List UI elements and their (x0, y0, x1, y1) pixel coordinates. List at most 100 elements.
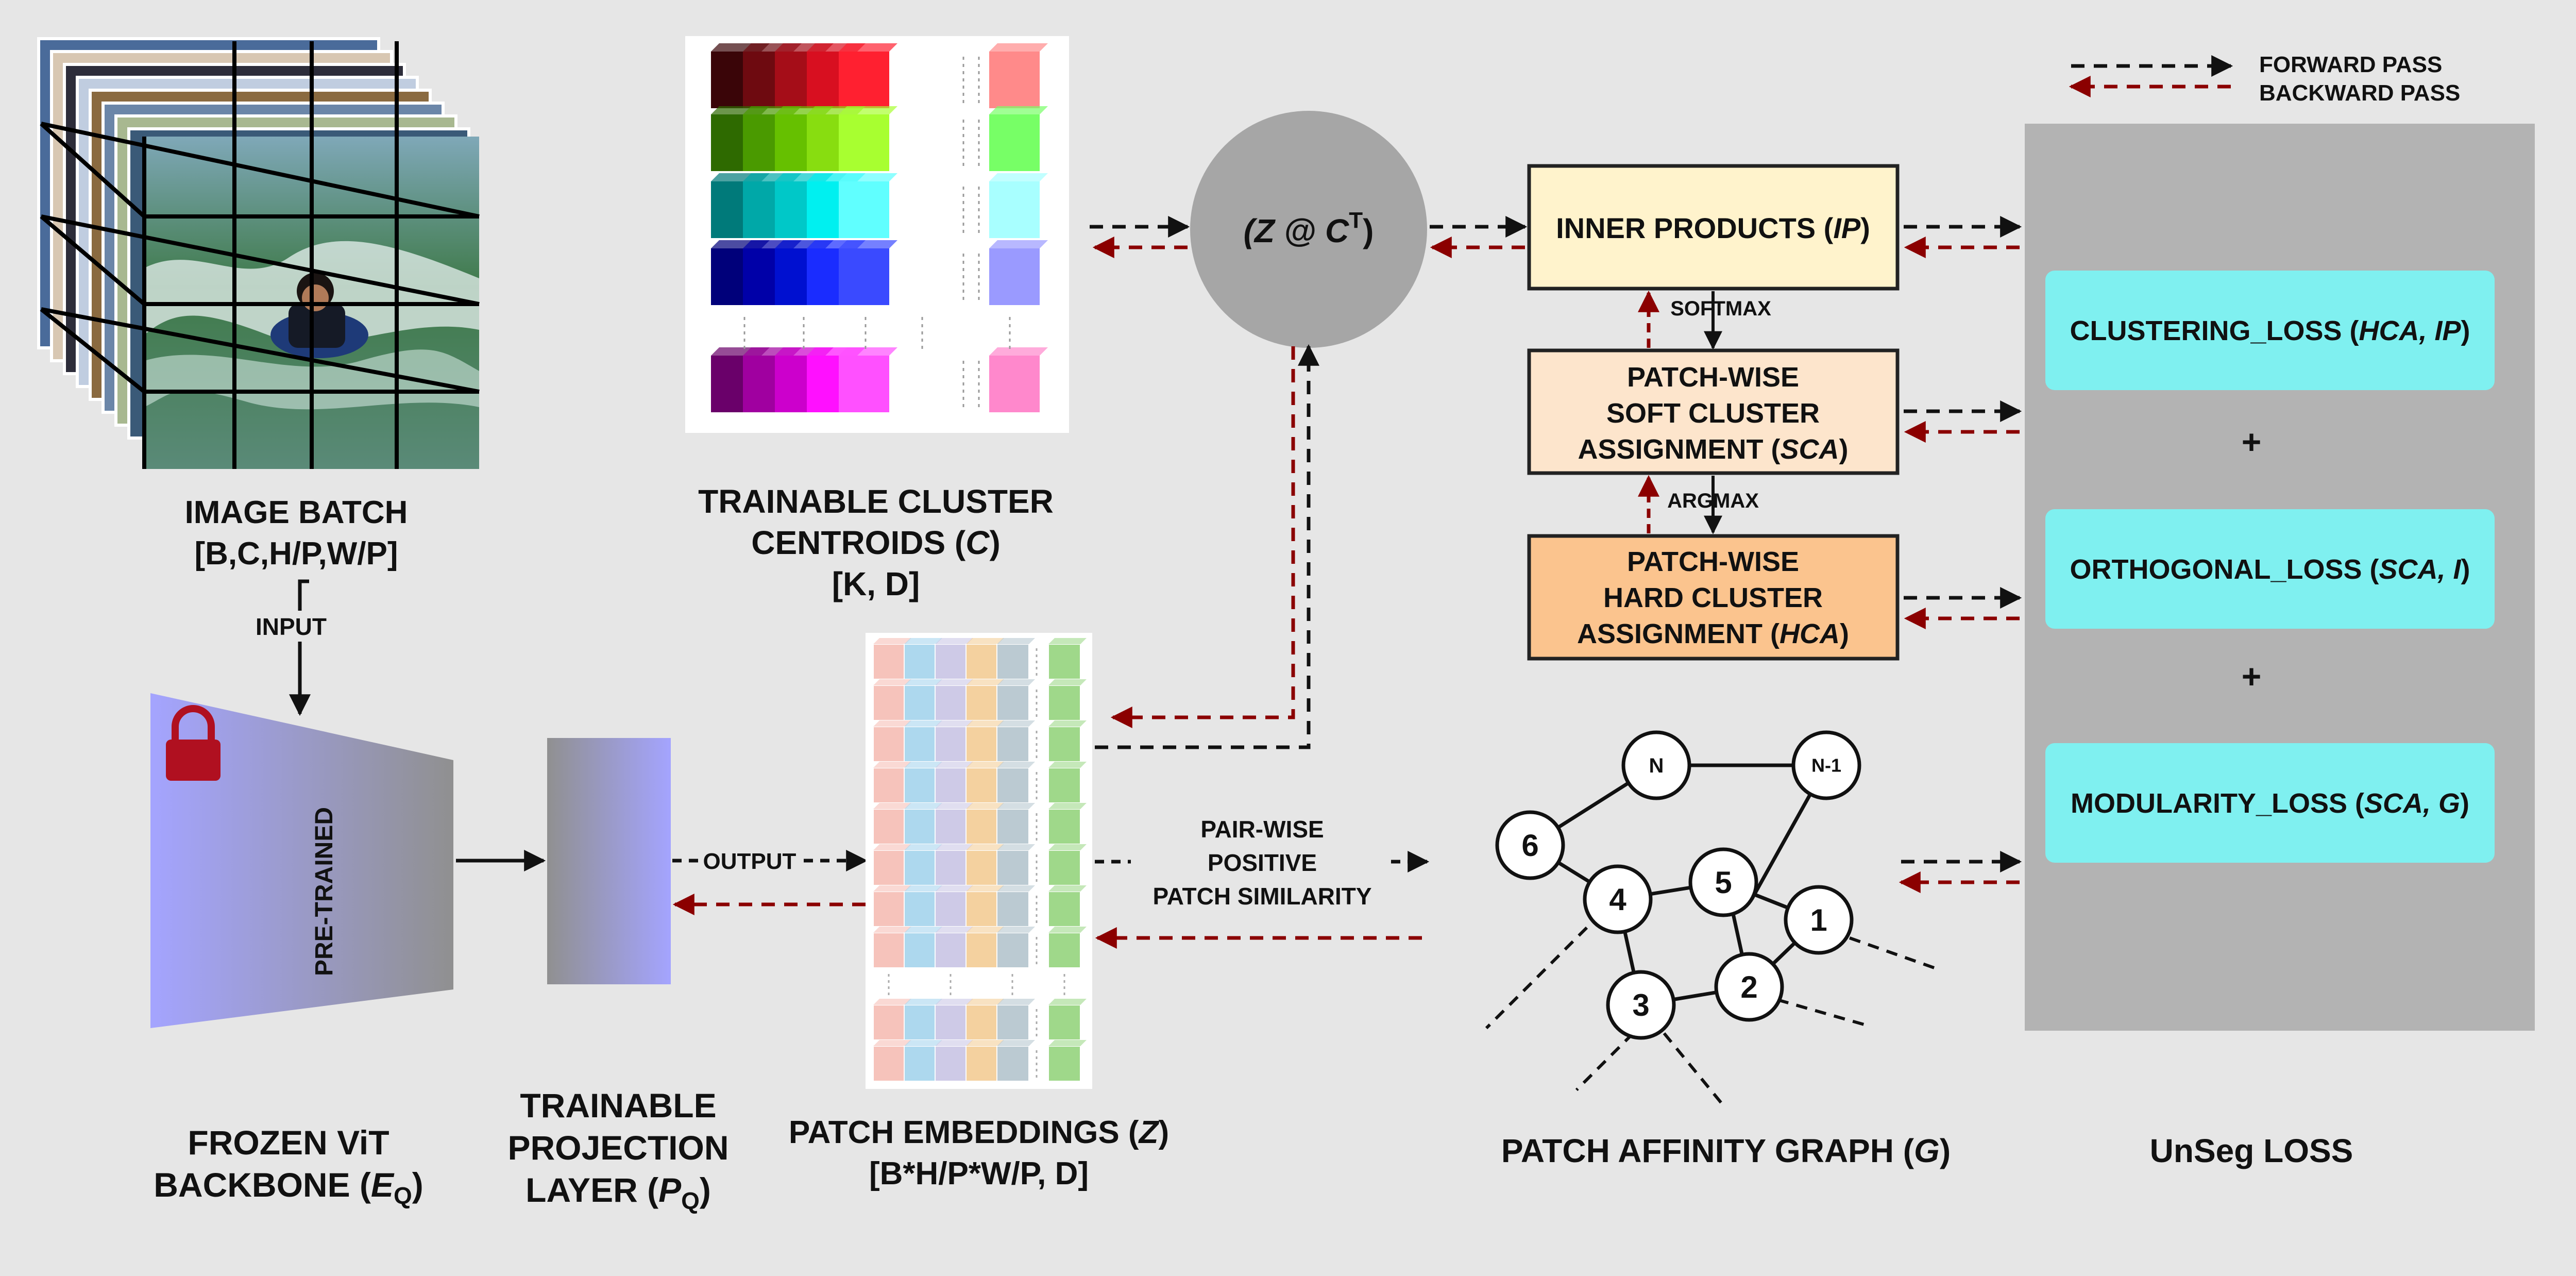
centroid-cell (839, 52, 889, 108)
graph-node: N (1621, 730, 1691, 800)
embedding-cell-last (1048, 891, 1081, 927)
similarity-connector: PAIR-WISE POSITIVE PATCH SIMILARITY (1095, 816, 1430, 949)
input-line-top (298, 579, 309, 611)
embedding-cell (965, 726, 998, 762)
centroid-cell (839, 114, 889, 171)
embedding-row (873, 927, 1087, 968)
graph-node-label: 3 (1632, 988, 1649, 1022)
hard-assignment-box: PATCH-WISE HARD CLUSTER ASSIGNMENT (HCA) (1527, 534, 1900, 661)
embeddings-matmul-connector (1095, 344, 1319, 749)
embedding-row (873, 885, 1087, 927)
embedding-row (873, 762, 1087, 803)
embedding-row (873, 999, 1087, 1040)
embedding-grid (873, 638, 1087, 1082)
soft-assignment-line2: SOFT CLUSTER (1606, 398, 1820, 429)
embedding-cell (935, 726, 968, 762)
loss-plus-2: + (2242, 657, 2262, 695)
loss-item-box (2045, 509, 2495, 629)
centroid-cell (839, 248, 889, 305)
embedding-row (873, 844, 1087, 886)
output-connector: OUTPUT (672, 849, 868, 915)
embedding-row (873, 1040, 1087, 1082)
embedding-cell (873, 644, 906, 680)
graph-node-label: 1 (1810, 903, 1827, 937)
embedding-cell (996, 809, 1029, 845)
similarity-line3: PATCH SIMILARITY (1153, 883, 1371, 910)
projection-line1: TRAINABLE (520, 1086, 716, 1124)
similarity-line1: PAIR-WISE (1200, 816, 1324, 843)
centroids-line2: CENTROIDS (C) (751, 524, 1001, 561)
projection-line3: LAYER (PQ) (526, 1171, 711, 1214)
embedding-cell (965, 644, 998, 680)
embedding-cell (935, 891, 968, 927)
hard-assignment-line1: PATCH-WISE (1627, 546, 1799, 577)
embedding-cell (935, 1004, 968, 1040)
embedding-cell (996, 767, 1029, 803)
embedding-cell-last (1048, 685, 1081, 721)
input-connector: INPUT (256, 579, 327, 716)
embedding-cell (904, 1004, 937, 1040)
loss-plus-1: + (2242, 423, 2262, 461)
embedding-cell (965, 1004, 998, 1040)
embedding-row (873, 638, 1087, 680)
graph-node: 2 (1714, 952, 1784, 1022)
embedding-cell (904, 809, 937, 845)
graph-node: 4 (1583, 864, 1653, 934)
embedding-cell (873, 809, 906, 845)
argmax-label: ARGMAX (1667, 490, 1759, 512)
embedding-row (873, 720, 1087, 762)
embedding-cell (873, 891, 906, 927)
projection-block (547, 738, 671, 984)
embeddings-to-matmul-arrow (1095, 344, 1319, 749)
legend-forward-label: FORWARD PASS (2259, 52, 2442, 77)
embedding-cell (873, 932, 906, 968)
embedding-cell (873, 767, 906, 803)
graph-title: PATCH AFFINITY GRAPH (G) (1501, 1132, 1951, 1169)
graph-node: 6 (1495, 810, 1565, 880)
loss-item-box (2045, 743, 2495, 863)
patch-embeddings: PATCH EMBEDDINGS (Z) [B*H/P*W/P, D] (789, 633, 1169, 1191)
loss-item: CLUSTERING_LOSS (HCA, IP) (2045, 271, 2495, 390)
box-to-loss-arrows (1899, 216, 2022, 893)
graph-node: 1 (1784, 885, 1854, 955)
embedding-cell-last (1048, 850, 1081, 886)
frozen-backbone: PRE-TRAINED FROZEN ViT BACKBONE (EQ) (150, 693, 453, 1209)
loss-items: CLUSTERING_LOSS (HCA, IP)ORTHOGONAL_LOSS… (2045, 271, 2495, 863)
embedding-cell (873, 685, 906, 721)
embedding-cell (996, 932, 1029, 968)
embedding-cell (904, 891, 937, 927)
lock-icon (166, 705, 221, 781)
centroid-cell-last (989, 114, 1040, 171)
embedding-cell (873, 1046, 906, 1082)
embedding-cell-last (1048, 809, 1081, 845)
graph-node: 3 (1606, 970, 1676, 1040)
hard-assignment-line2: HARD CLUSTER (1603, 582, 1823, 613)
embedding-cell-last (1048, 726, 1081, 762)
input-label: INPUT (256, 613, 327, 640)
embedding-cell (996, 1004, 1029, 1040)
graph-open-edges (1485, 926, 1938, 1106)
softmax-connector: SOFTMAX (1638, 290, 1771, 350)
centroid-row (711, 347, 1048, 412)
inner-products-rect (1527, 164, 1900, 291)
centroid-cell-last (989, 52, 1040, 108)
legend-backward-label: BACKWARD PASS (2259, 80, 2460, 106)
loss-item: MODULARITY_LOSS (SCA, G) (2045, 743, 2495, 863)
centroid-row (711, 43, 1048, 108)
embedding-cell-last (1048, 767, 1081, 803)
graph-node-label: N-1 (1811, 755, 1841, 776)
loss-item-label: CLUSTERING_LOSS (HCA, IP) (2070, 315, 2470, 346)
matmul-to-embeddings-arrow (1110, 346, 1295, 728)
embedding-cell (873, 726, 906, 762)
backbone-title-line2: BACKBONE (EQ) (154, 1166, 423, 1209)
embedding-cell (996, 1046, 1029, 1082)
inner-products-box: INNER PRODUCTS (IP) (1527, 164, 1900, 291)
soft-assignment-line1: PATCH-WISE (1627, 362, 1799, 393)
embedding-cell (965, 809, 998, 845)
embedding-cell (904, 1046, 937, 1082)
embedding-cell (935, 932, 968, 968)
centroid-grid (711, 43, 1048, 412)
centroid-row (711, 173, 1048, 238)
projection-layer: TRAINABLE PROJECTION LAYER (PQ) (507, 738, 729, 1214)
